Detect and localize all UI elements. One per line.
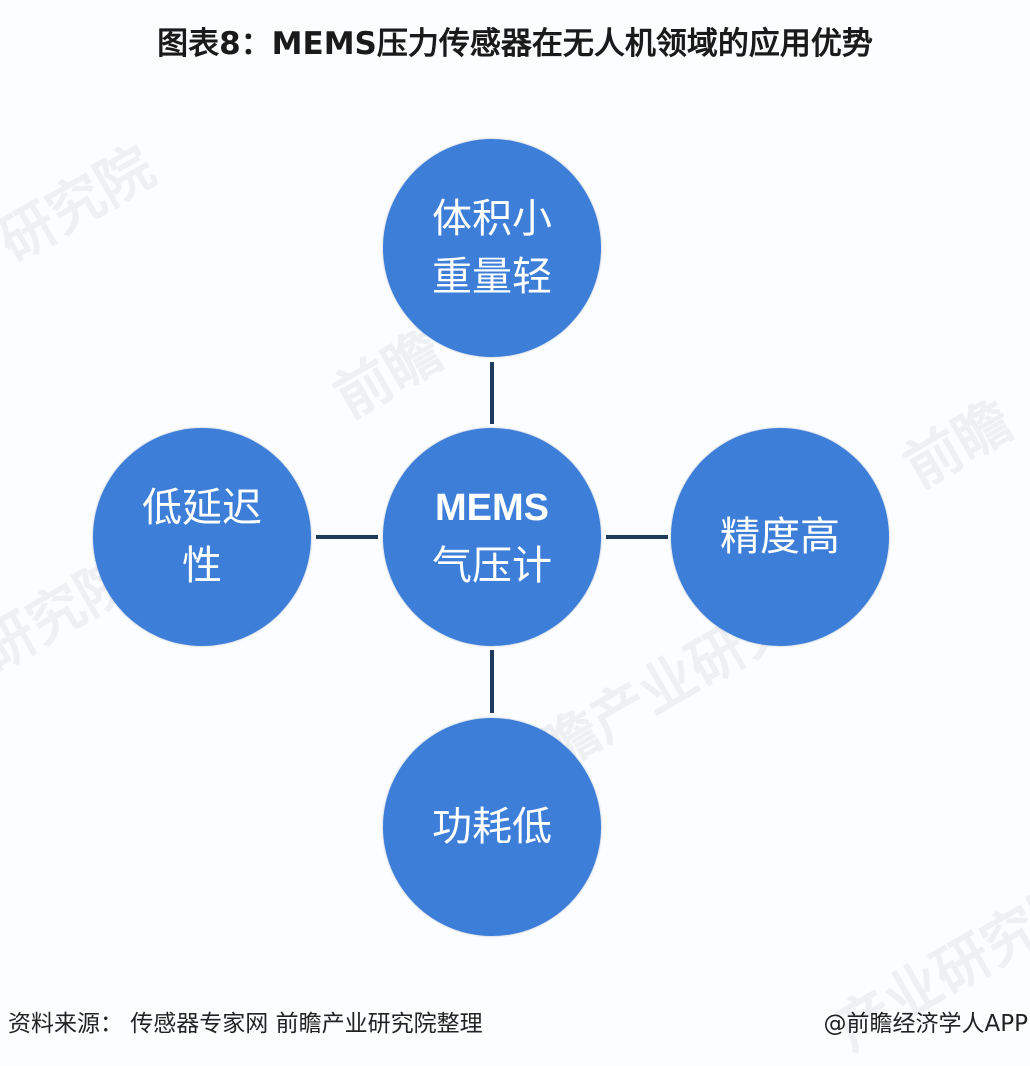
node-right-line-1: 精度高 <box>720 514 840 560</box>
node-left-line-1: 低延迟 <box>142 485 262 531</box>
connector-left <box>316 535 378 539</box>
credit-note: @前瞻经济学人APP <box>823 1011 1028 1037</box>
node-left-line-2: 性 <box>182 543 222 589</box>
node-center-line-2: 气压计 <box>432 543 552 589</box>
node-left: 低延迟 性 <box>93 428 311 646</box>
watermark: 研究院 <box>0 134 166 275</box>
node-center: MEMS 气压计 <box>383 428 601 646</box>
node-top-line-2: 重量轻 <box>432 254 552 300</box>
watermark: 前瞻 <box>893 388 1024 501</box>
source-note: 资料来源： 传感器专家网 前瞻产业研究院整理 <box>8 1011 483 1037</box>
connector-bottom <box>490 650 494 713</box>
connector-top <box>490 362 494 424</box>
connector-right <box>606 535 668 539</box>
node-right: 精度高 <box>671 428 889 646</box>
node-bottom: 功耗低 <box>383 718 601 936</box>
chart-title: 图表8：MEMS压力传感器在无人机领域的应用优势 <box>157 26 873 62</box>
node-top-line-1: 体积小 <box>432 196 552 242</box>
node-bottom-line-1: 功耗低 <box>432 804 552 850</box>
node-top: 体积小 重量轻 <box>383 139 601 357</box>
node-center-line-1: MEMS <box>435 487 549 529</box>
